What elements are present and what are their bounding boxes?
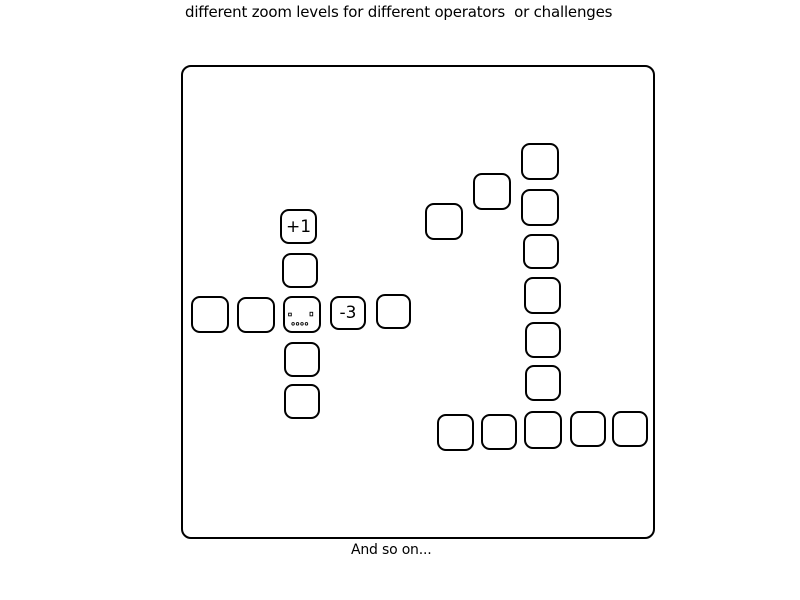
grid-tile[interactable] <box>473 173 511 210</box>
top-caption: different zoom levels for different oper… <box>185 3 613 21</box>
grid-tile[interactable] <box>524 277 561 314</box>
grid-tile[interactable] <box>521 189 559 226</box>
grid-tile[interactable] <box>525 365 561 401</box>
grid-tile[interactable] <box>481 414 517 450</box>
grid-tile[interactable] <box>523 234 559 269</box>
grid-tile[interactable] <box>376 294 411 329</box>
tile-minus-three-label: -3 <box>339 303 357 323</box>
grid-tile[interactable] <box>284 384 320 419</box>
grid-tile[interactable] <box>570 411 606 447</box>
tile-plus-one-label: +1 <box>285 216 312 237</box>
grid-tile[interactable] <box>612 411 648 447</box>
grid-tile[interactable] <box>525 322 561 358</box>
grid-tile[interactable] <box>425 203 463 240</box>
tile-plus-one[interactable]: +1 <box>280 209 317 244</box>
grid-tile[interactable] <box>521 143 559 180</box>
tile-minus-three[interactable]: -3 <box>330 296 366 330</box>
grid-tile[interactable] <box>237 297 275 333</box>
player-tile[interactable] <box>283 296 321 333</box>
grid-tile[interactable] <box>191 296 229 333</box>
bottom-caption: And so on... <box>351 542 432 558</box>
zoom-viewport-frame <box>181 65 655 539</box>
player-face-icon <box>288 311 314 326</box>
frame-inner-line <box>181 135 182 431</box>
grid-tile[interactable] <box>437 414 474 451</box>
grid-tile[interactable] <box>524 411 562 449</box>
grid-tile[interactable] <box>282 253 318 288</box>
grid-tile[interactable] <box>284 342 320 377</box>
